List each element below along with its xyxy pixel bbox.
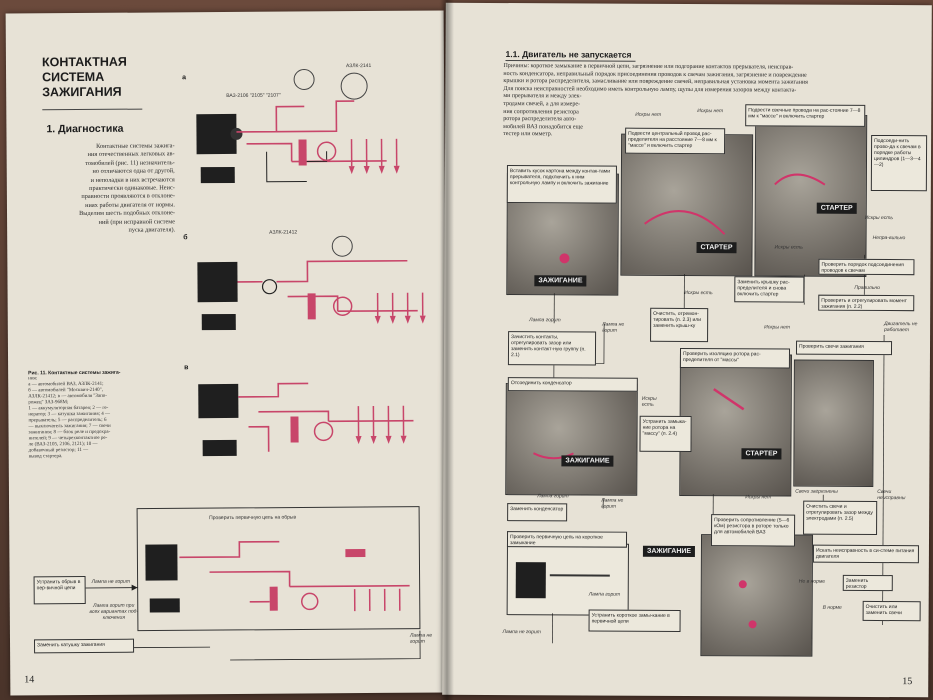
fig-b-diagram [197,235,426,331]
label-sparks-yes-1: Искры есть [774,244,803,251]
label-sparks-none-2: Искры нет [697,108,724,115]
label-lamp-off-2: Лампа не горит [601,497,624,510]
fix-break-box: Устранить обрыв в пер-вичной цепи [33,575,86,605]
badge-zazhiganie-1: ЗАЖИГАНИЕ [534,275,587,287]
label-sparks-yes-2: Искры есть [864,214,894,222]
battery-shape [200,166,235,184]
box-replace-resistor: Заменить резистор [842,574,893,592]
box-check-rotor: Проверить изоляцию ротора рас-пределител… [679,347,791,369]
label-lamp-off-3: Лампа не горит [502,629,541,636]
box-check-resistance: Проверить сопротивление (5—6 кОм) резист… [710,514,796,547]
caption-line: вывод стартера. [28,454,63,460]
label-sparks-yes-4: Искры есть [641,395,657,408]
label-plugs-dirty: Свечи загрязнены [795,488,838,495]
label-engine-no: Двигатель не работает [884,321,918,334]
box-clean-replace-plug: Очистить или заменить свечи [862,600,921,622]
label-sparks-yes-3: Искры есть [684,289,713,297]
label-correct: Правильно [854,284,880,292]
badge-starter-1: СТАРТЕР [696,242,737,254]
box-find-fault: Искать неисправность в си-стеме питания … [812,544,919,564]
label-sparks-none-1: Искры нет [635,111,662,118]
box-check-plugs: Проверить свечи зажигания [795,340,893,356]
wiring-diagrams [34,68,426,661]
flow-title: Проверить первичную цепь на обрыв [209,514,297,522]
label-plugs-damaged: Свечи неисправны [877,488,906,502]
label-incorrect: Непра-вильно [872,234,906,242]
label-lamp-on-1: Лампа горит [529,317,561,324]
lamp-off-label: Лампа не горит [91,578,131,585]
page-number-right: 15 [902,676,913,688]
box-wires-order: Подсоеди-нить прово-да к свечам в порядк… [870,134,928,192]
box-clean-contacts: Зачистить контакты, отрегулировать зазор… [507,331,597,366]
label-lamp-on-3: Лампа горит [588,591,621,598]
badge-zazhiganie-3: ЗАЖИГАНИЕ [642,545,696,558]
box-spark-wires: Подвести свечные провода на рас-стояние … [745,104,866,127]
box-check-timing: Проверить и отрегулировать момент зажига… [818,294,915,312]
box-disconnect-condenser: Отсоединить конденсатор [507,377,638,392]
right-page: 1.1. Двигатель не запускается Причины: к… [442,2,932,698]
badge-starter-3: СТАРТЕР [741,448,782,460]
page-number-left: 14 [24,674,35,686]
ammeter-shape [261,279,278,295]
box-central-wire: Подвести центральный провод рас-пределит… [625,127,726,155]
box-check-primary: Проверить первичную цепь на короткое зам… [506,531,628,548]
figure-caption: Рис. 11. Контактные системы зажига- ния:… [28,369,157,460]
box-clean-cap: Очистить, отремон-тировать (п. 2.3) или … [650,307,709,343]
box-replace-condenser: Заменить конденсатор [507,503,568,522]
box-clean-plugs: Очистить свечи и отрегулировать зазор ме… [803,500,878,535]
fig-v-diagram [198,382,414,457]
fig-a-diagram [196,68,400,184]
label-normal: В норме [822,604,842,611]
generator-shape [196,113,237,155]
badge-zazhiganie-2: ЗАЖИГАНИЕ [561,455,614,467]
box-fix-short: Устранить короткое замы-кание в первично… [588,609,681,632]
label-not-normal: Не в норме [798,578,826,585]
badge-starter-2: СТАРТЕР [816,202,857,214]
box-fix-rotor: Устранить замыка-ние ротора на "массу" (… [639,415,692,453]
primary-circuit-flow [34,506,421,661]
label-lamp-on-2: Лампа горит [537,493,569,500]
box-insert-card: Вставить кусок картона между контак-тами… [506,165,617,204]
lamp-on-all-label: Лампа горит при всех вариантах под-ключе… [89,602,139,621]
replace-coil-box: Заменить катушку зажигания [33,638,135,654]
left-page: КОНТАКТНАЯ СИСТЕМА ЗАЖИГАНИЯ 1. Диагност… [5,10,449,696]
lamp-off-label-2: Лампа не горит [409,632,433,645]
box-check-order: Проверить порядок подсоединения проводов… [818,258,915,276]
box-remove-cap: Заменить крышку рас-пределителя и снова … [734,276,805,303]
label-lamp-off-1: Лампа не горит [602,321,625,334]
label-sparks-none-4: Искры нет [745,494,772,501]
label-sparks-none-3: Искры нет [764,324,791,331]
